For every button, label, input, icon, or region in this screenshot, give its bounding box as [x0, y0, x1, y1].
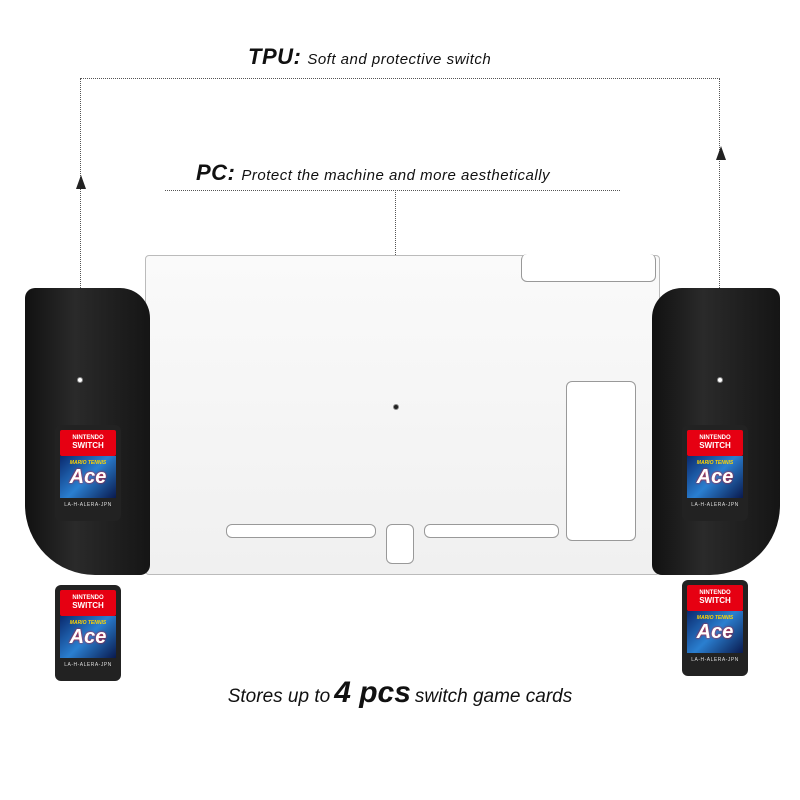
caption-pre: Stores up to — [227, 686, 331, 707]
pc-shell — [145, 254, 660, 575]
caption-post: switch game cards — [414, 686, 573, 707]
card-brand-top: NINTENDO — [72, 435, 104, 441]
arrow-up-icon — [716, 146, 726, 160]
card-brand-top: NINTENDO — [699, 435, 731, 441]
tpu-description: Soft and protective switch — [307, 51, 492, 68]
card-series: MARIO TENNIS — [69, 620, 107, 626]
left-grip-dot — [77, 377, 83, 383]
card-series: MARIO TENNIS — [69, 460, 107, 466]
card-game: Ace — [696, 621, 734, 643]
card-game: Ace — [69, 626, 107, 648]
pc-heading: PC: — [196, 160, 236, 185]
card-brand: SWITCH — [72, 441, 104, 450]
tpu-heading: TPU: — [248, 44, 302, 69]
card-brand: SWITCH — [699, 441, 731, 450]
arrow-up-icon — [76, 175, 86, 189]
card-series: MARIO TENNIS — [696, 615, 734, 621]
pc-line — [165, 190, 620, 191]
shell-vent — [424, 524, 559, 538]
shell-kickstand — [566, 381, 636, 541]
card-code: LA-H-ALERA-JPN — [691, 657, 739, 663]
card-game: Ace — [69, 466, 107, 488]
center-dot — [393, 404, 399, 410]
card-brand-top: NINTENDO — [699, 590, 731, 596]
shell-cutout — [521, 254, 656, 282]
card-brand: SWITCH — [699, 596, 731, 605]
right-grip-dot — [717, 377, 723, 383]
card-brand: SWITCH — [72, 601, 104, 610]
shell-port — [386, 524, 414, 564]
shell-vent — [226, 524, 376, 538]
card-code: LA-H-ALERA-JPN — [64, 662, 112, 668]
pc-description: Protect the machine and more aesthetical… — [241, 167, 551, 184]
card-brand-top: NINTENDO — [72, 595, 104, 601]
pc-label: PC: Protect the machine and more aestheti… — [196, 160, 550, 186]
card-code: LA-H-ALERA-JPN — [691, 502, 739, 508]
tpu-label: TPU: Soft and protective switch — [248, 44, 491, 70]
card-game: Ace — [696, 466, 734, 488]
card-code: LA-H-ALERA-JPN — [64, 502, 112, 508]
caption-highlight: 4 pcs — [334, 676, 411, 709]
card-series: MARIO TENNIS — [696, 460, 734, 466]
